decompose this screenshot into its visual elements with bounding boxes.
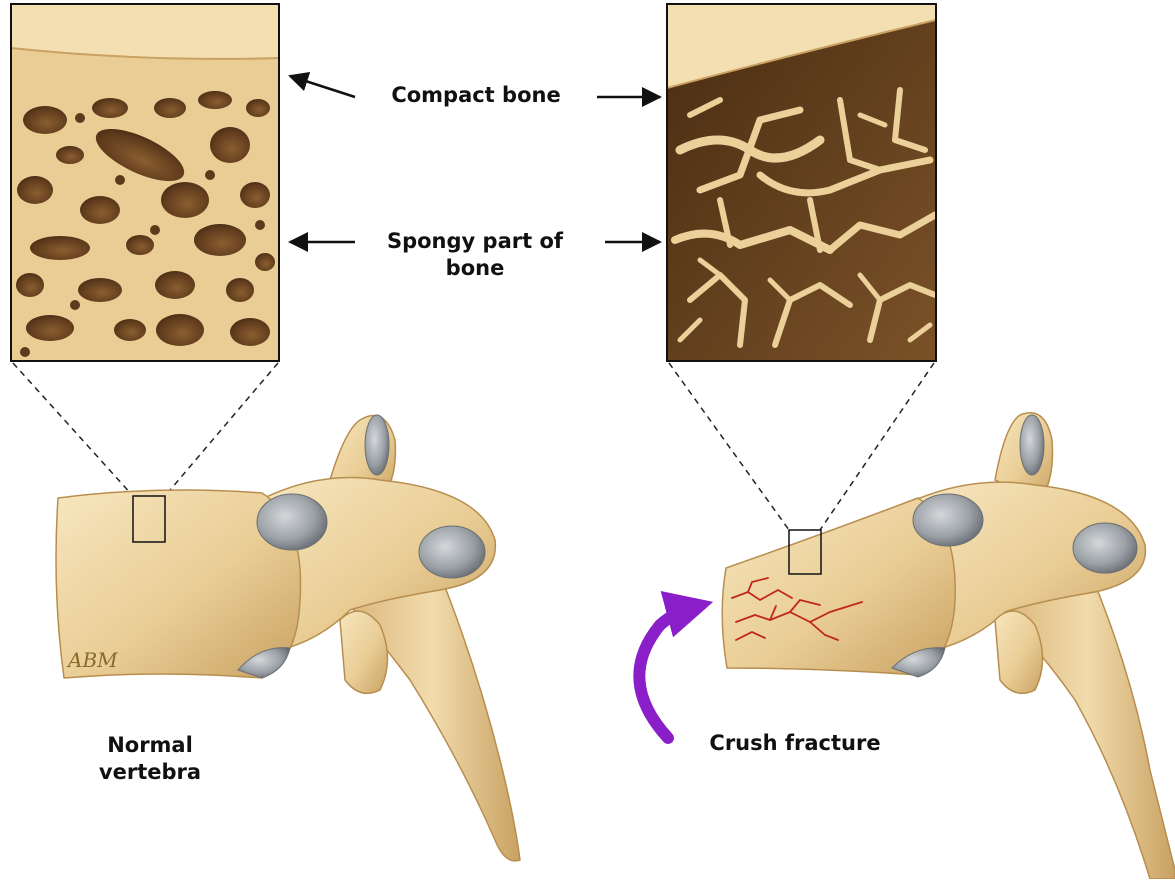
fractured-vertebra: [722, 413, 1175, 879]
normal-compact-bone-layer: [11, 4, 279, 59]
normal-vertebra: ABM: [56, 415, 520, 861]
artist-signature: ABM: [66, 648, 118, 672]
osteoporotic-bone-inset: [667, 4, 936, 361]
normal-bone-inset: [11, 4, 279, 361]
crush-fracture-label: Crush fracture: [680, 730, 910, 757]
spongy-bone-label-line2: bone: [360, 255, 590, 282]
compact-bone-label: Compact bone: [371, 82, 581, 109]
fractured-facet-lateral: [1073, 523, 1137, 573]
normal-vertebra-label-line1: Normal: [60, 732, 240, 759]
normal-facet-upper: [257, 494, 327, 550]
fractured-facet-superior: [1020, 415, 1044, 475]
fractured-facet-upper: [913, 494, 983, 546]
compression-arrow: [639, 608, 690, 738]
zoom-lines-right: [669, 363, 934, 530]
normal-facet-lateral: [419, 526, 485, 578]
normal-vertebra-label-line2: vertebra: [60, 759, 240, 786]
spongy-bone-label-line1: Spongy part of: [360, 228, 590, 255]
zoom-lines-left: [13, 363, 278, 496]
normal-vertebra-label: Normal vertebra: [60, 732, 240, 786]
spongy-bone-label: Spongy part of bone: [360, 228, 590, 282]
arrow-compact-left: [290, 76, 355, 97]
normal-facet-superior: [365, 415, 389, 475]
